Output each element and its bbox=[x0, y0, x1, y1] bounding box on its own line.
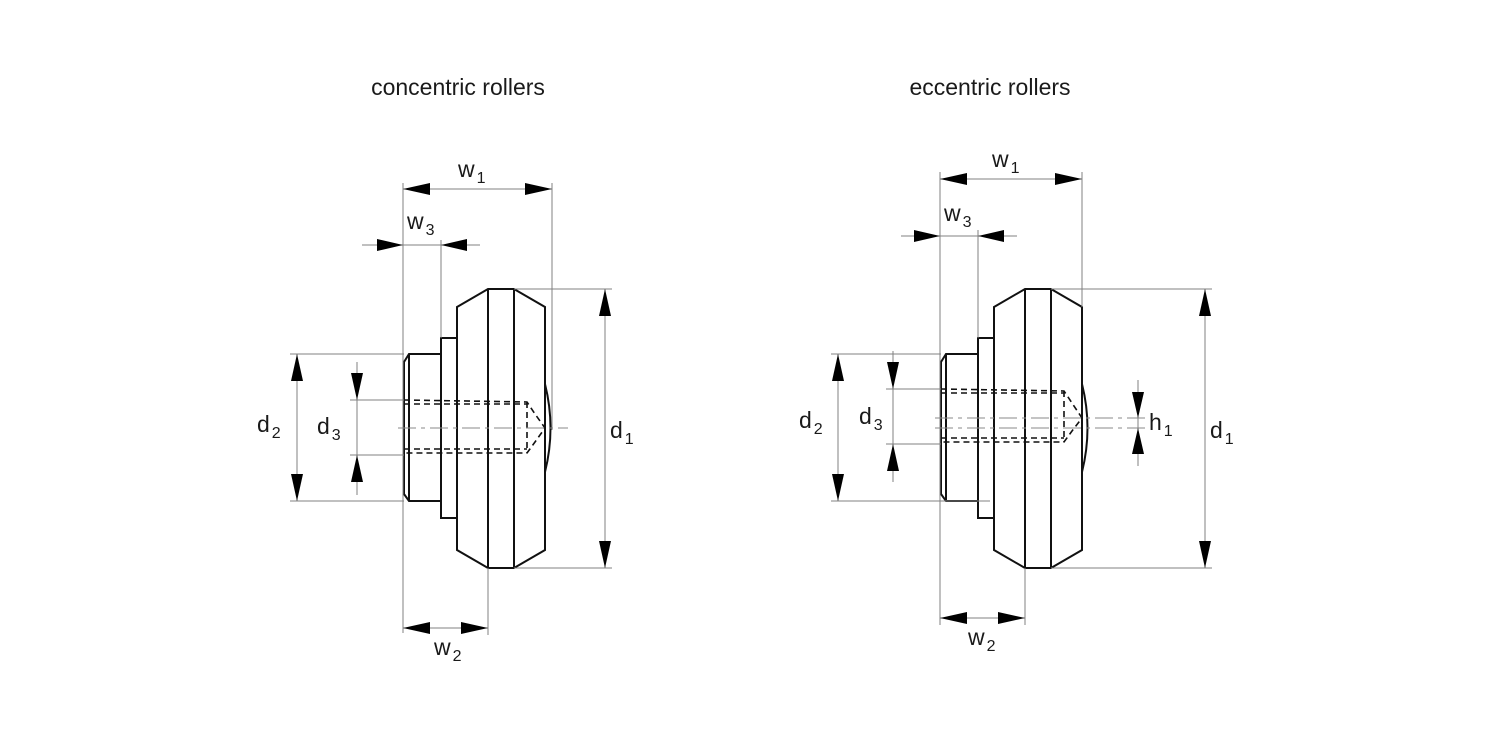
arrow-icon bbox=[1199, 289, 1211, 316]
arrow-icon bbox=[887, 444, 899, 471]
arrow-icon bbox=[1132, 428, 1144, 454]
arrow-icon bbox=[377, 239, 403, 251]
concentric-title: concentric rollers bbox=[371, 74, 545, 100]
arrow-icon bbox=[887, 362, 899, 389]
arrow-icon bbox=[525, 183, 552, 195]
arrow-icon bbox=[940, 612, 967, 624]
eccentric-roller-diagram: eccentric rollers bbox=[799, 74, 1234, 655]
arrow-icon bbox=[914, 230, 940, 242]
arrow-icon bbox=[832, 354, 844, 381]
concentric-roller-diagram: concentric rollers bbox=[257, 74, 634, 665]
arrow-icon bbox=[1199, 541, 1211, 568]
eccentric-roller-body bbox=[935, 288, 1145, 569]
arrow-icon bbox=[351, 373, 363, 400]
arrow-icon bbox=[461, 622, 488, 634]
roller-wheel bbox=[456, 288, 546, 569]
arrow-icon bbox=[291, 354, 303, 381]
hidden-bore bbox=[403, 399, 546, 454]
arrow-icon bbox=[403, 622, 430, 634]
hidden-bore bbox=[940, 388, 1083, 443]
arrow-icon bbox=[940, 173, 967, 185]
arrow-icon bbox=[403, 183, 430, 195]
arrow-icon bbox=[1055, 173, 1082, 185]
arrow-icon bbox=[978, 230, 1004, 242]
arrow-icon bbox=[599, 289, 611, 316]
arrow-icon bbox=[832, 474, 844, 501]
arrow-icon bbox=[291, 474, 303, 501]
arrow-icon bbox=[1132, 392, 1144, 418]
roller-wheel bbox=[993, 288, 1083, 569]
arrow-icon bbox=[998, 612, 1025, 624]
arrow-icon bbox=[441, 239, 467, 251]
concentric-roller-body bbox=[398, 288, 568, 569]
arrow-icon bbox=[599, 541, 611, 568]
eccentric-title: eccentric rollers bbox=[909, 74, 1070, 100]
arrow-icon bbox=[351, 455, 363, 482]
